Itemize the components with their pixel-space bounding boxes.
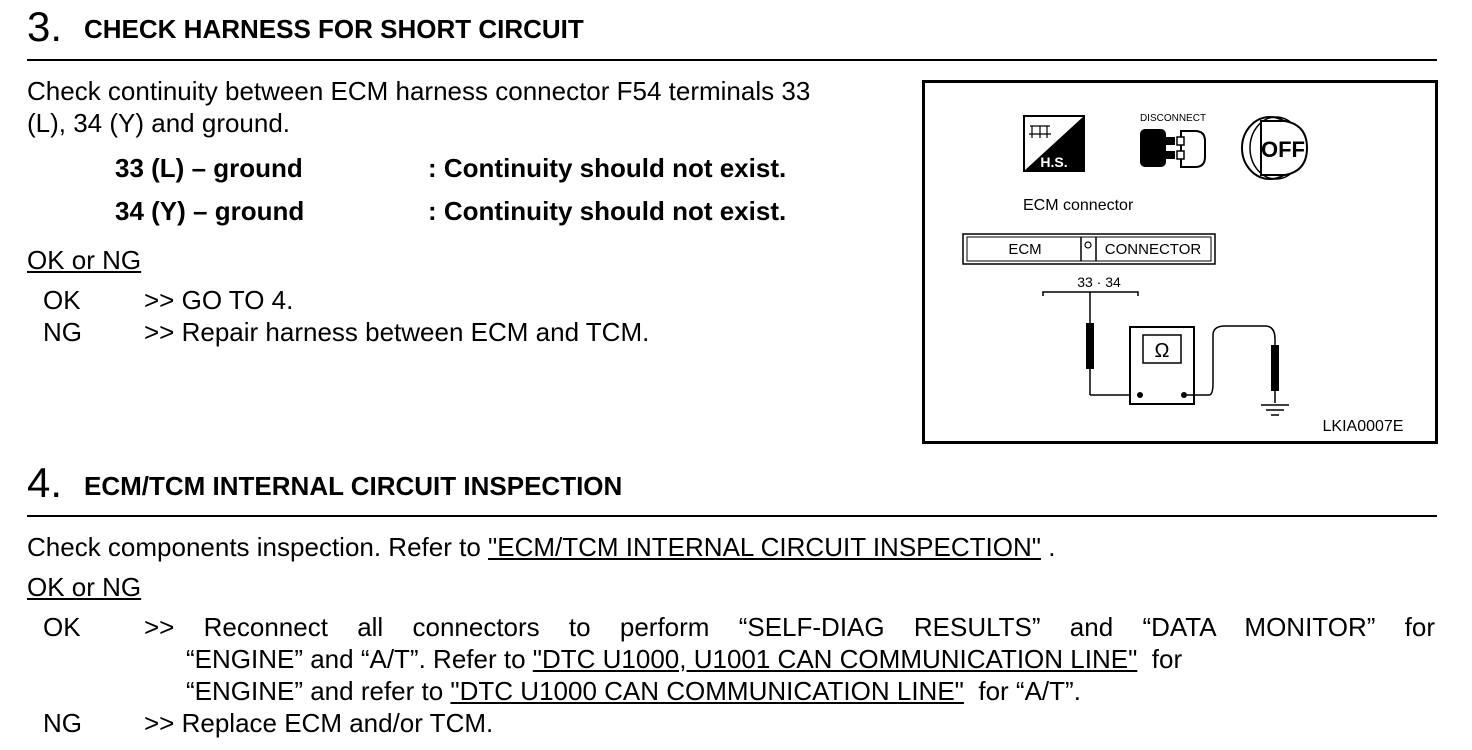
check-result-34: : Continuity should not exist.: [428, 196, 787, 226]
right-probe: [1271, 345, 1279, 403]
hs-label: H.S.: [1040, 154, 1067, 170]
step-4-ok-label: OK: [43, 612, 81, 642]
step-4-instruction: Check components inspection. Refer to "E…: [27, 531, 1055, 563]
step-4-instruction-prefix: Check components inspection. Refer to: [27, 532, 489, 562]
ok-line-2-suffix: for: [1137, 644, 1183, 674]
step-3-instruction-line-2: (L), 34 (Y) and ground.: [27, 108, 291, 138]
ok-line-3-suffix: for “A/T”.: [963, 676, 1081, 706]
step-4-number: 4.: [27, 459, 63, 506]
step-3-ok-or-ng-heading: OK or NG: [27, 245, 142, 275]
step-4-ok-action-line-1: >> Reconnect all connectors to perform “…: [144, 612, 1435, 642]
step-4-title: ECM/TCM INTERNAL CIRCUIT INSPECTION: [84, 471, 623, 501]
ecm-connector-drawing: ECM CONNECTOR: [962, 233, 1216, 265]
left-probe: [1086, 323, 1132, 396]
step-3-ok-label: OK: [43, 285, 81, 315]
step-3-ng-action: >> Repair harness between ECM and TCM.: [144, 317, 650, 347]
dtc-u1000-u1001-link[interactable]: "DTC U1000, U1001 CAN COMMUNICATION LINE…: [532, 644, 1138, 674]
connector-right-label: CONNECTOR: [1105, 241, 1202, 258]
check-terminal-33: 33 (L) – ground: [115, 153, 303, 183]
check-terminal-34: 34 (Y) – ground: [115, 196, 305, 226]
step-4-divider: [27, 515, 1437, 517]
probe-wire-right: [1187, 325, 1276, 396]
connector-left-label: ECM: [1008, 241, 1041, 258]
disconnect-icon: [1140, 129, 1206, 168]
ecm-connector-label: ECM connector: [1023, 197, 1134, 214]
off-label: OFF: [1261, 137, 1305, 162]
step-3-instruction-line-1: Check continuity between ECM harness con…: [27, 76, 811, 106]
figure-id: LKIA0007E: [1323, 418, 1404, 435]
ignition-off-icon: OFF: [1241, 116, 1309, 180]
step-3-title: CHECK HARNESS FOR SHORT CIRCUIT: [84, 14, 584, 44]
ohmmeter: Ω: [1129, 326, 1195, 405]
step-3-number: 3.: [27, 3, 63, 50]
harness-side-icon: H.S.: [1023, 115, 1085, 172]
ok-line-2-prefix: “ENGINE” and “A/T”. Refer to: [186, 644, 533, 674]
step-3-ok-action: >> GO TO 4.: [144, 285, 294, 315]
disconnect-label: DISCONNECT: [1140, 113, 1206, 124]
figure-drawing: H.S. DISCONNECT OFF ECM connector: [962, 113, 1404, 435]
ok-line-3-prefix: “ENGINE” and refer to: [186, 676, 451, 706]
dtc-u1000-link[interactable]: "DTC U1000 CAN COMMUNICATION LINE": [450, 676, 964, 706]
ground-symbol: [1261, 404, 1289, 416]
step-4-ng-action: >> Replace ECM and/or TCM.: [144, 708, 494, 738]
step-4-instruction-suffix: .: [1040, 532, 1056, 562]
ecm-tcm-inspection-link[interactable]: "ECM/TCM INTERNAL CIRCUIT INSPECTION": [488, 532, 1041, 562]
check-result-33: : Continuity should not exist.: [428, 153, 787, 183]
step-3-ng-label: NG: [43, 317, 82, 347]
step-3-divider: [27, 59, 1437, 61]
ohm-symbol: Ω: [1155, 340, 1170, 362]
step-4-ok-action-line-3: “ENGINE” and refer to "DTC U1000 CAN COM…: [186, 675, 1081, 707]
step-4-ok-or-ng-heading: OK or NG: [27, 572, 142, 602]
terminals-label: 33 · 34: [1077, 274, 1121, 290]
step-4-ok-action-line-2: “ENGINE” and “A/T”. Refer to "DTC U1000,…: [186, 643, 1182, 675]
continuity-check-figure: H.S. DISCONNECT OFF ECM connector: [922, 80, 1438, 444]
step-4-ng-label: NG: [43, 708, 82, 738]
